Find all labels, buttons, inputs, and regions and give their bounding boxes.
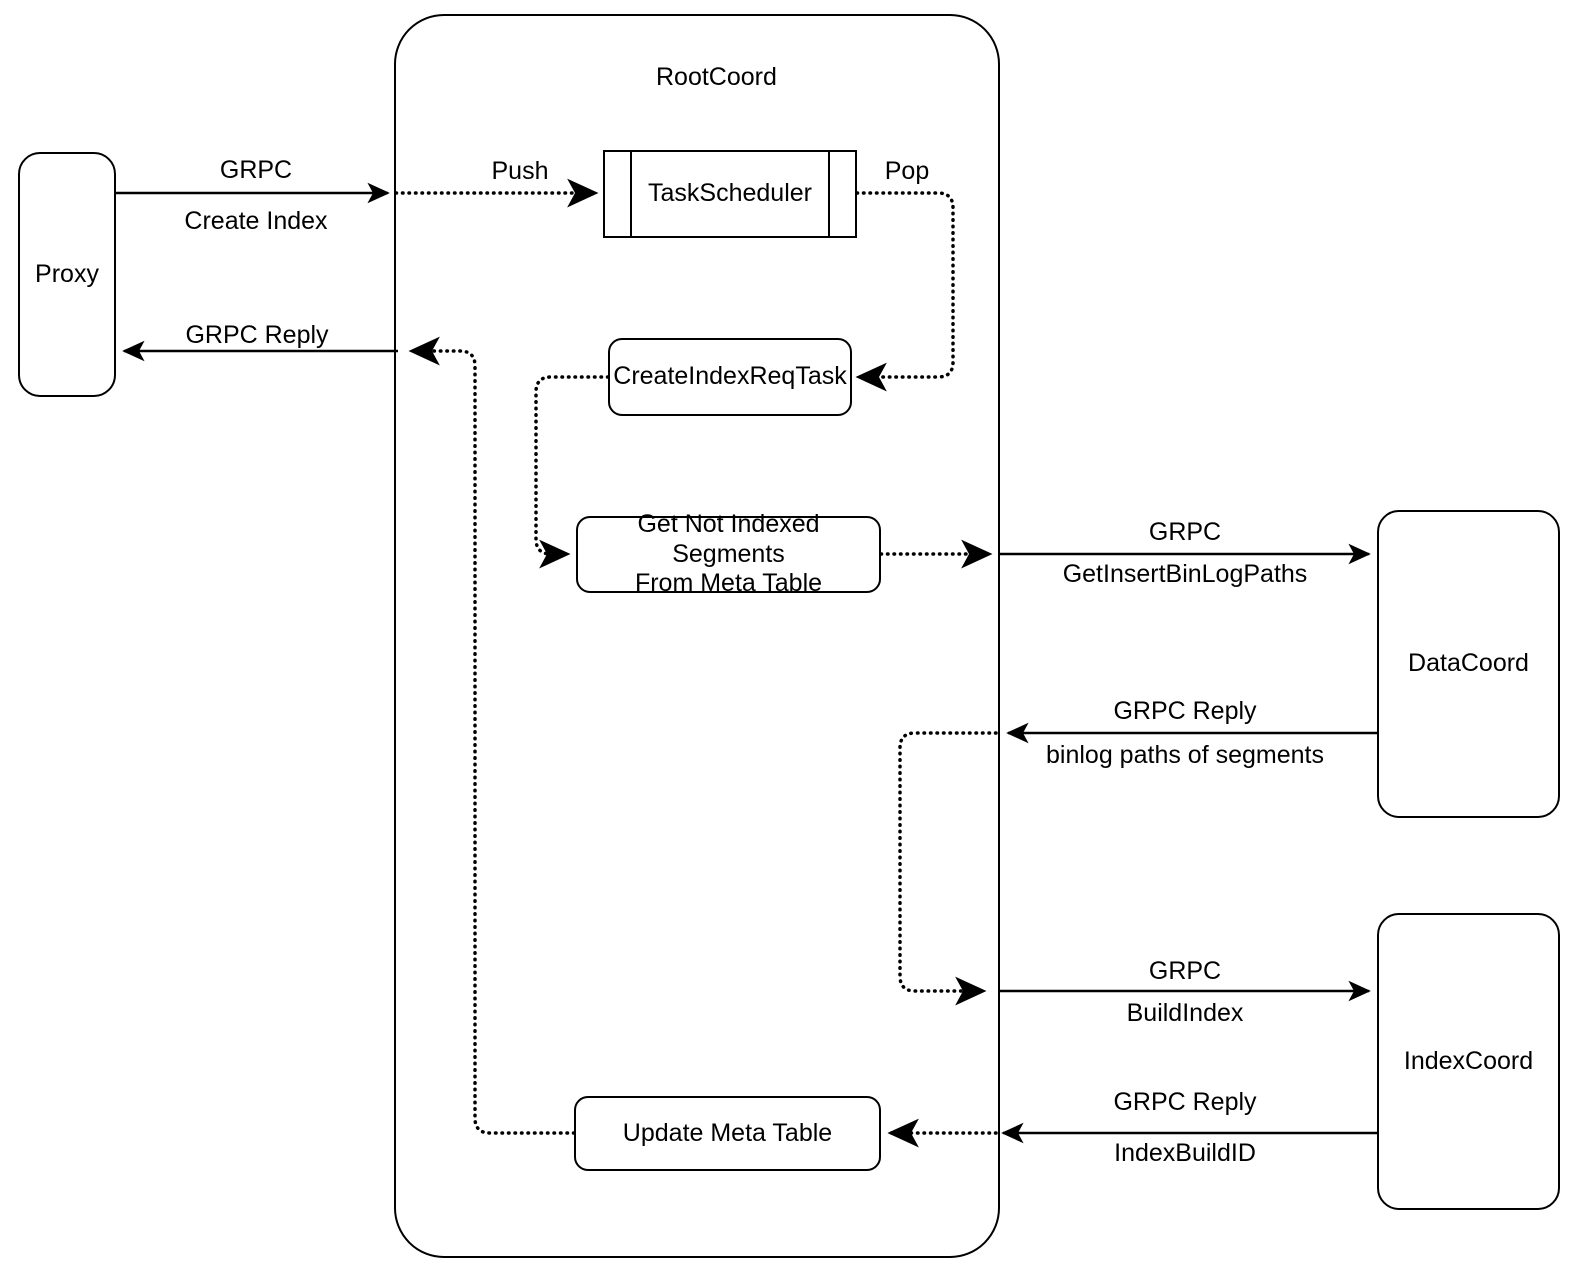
rootcoord-container[interactable]	[394, 14, 1000, 1258]
edge-label-binlog-paths-of-segments: binlog paths of segments	[1046, 741, 1324, 769]
queue-divider-right	[828, 152, 830, 236]
edge-label-grpc-reply-from-indexcoord: GRPC Reply	[1113, 1088, 1257, 1116]
edge-label-indexbuildid: IndexBuildID	[1114, 1139, 1256, 1167]
edge-label-grpc-to-datacoord: GRPC	[1148, 518, 1222, 546]
edge-label-buildindex: BuildIndex	[1126, 999, 1244, 1027]
node-get-not-indexed-segments-label-line1: Get Not Indexed Segments	[637, 510, 820, 568]
edge-label-getinsertbinlogpaths: GetInsertBinLogPaths	[1062, 560, 1308, 588]
node-datacoord-label: DataCoord	[1408, 649, 1529, 678]
node-task-scheduler[interactable]: TaskScheduler	[603, 150, 857, 238]
node-proxy[interactable]: Proxy	[18, 152, 116, 397]
node-datacoord[interactable]: DataCoord	[1377, 510, 1560, 818]
edge-label-grpc-to-indexcoord: GRPC	[1148, 957, 1222, 985]
node-create-index-req-task[interactable]: CreateIndexReqTask	[608, 338, 852, 416]
node-get-not-indexed-segments-label-line2: From Meta Table	[634, 569, 823, 598]
node-update-meta-table[interactable]: Update Meta Table	[574, 1096, 881, 1171]
node-update-meta-table-label: Update Meta Table	[622, 1118, 833, 1147]
node-indexcoord-label: IndexCoord	[1403, 1046, 1534, 1075]
queue-divider-left	[630, 152, 632, 236]
node-indexcoord[interactable]: IndexCoord	[1377, 913, 1560, 1210]
node-task-scheduler-label: TaskScheduler	[648, 179, 812, 208]
edge-label-grpc-create-index-top: GRPC	[219, 156, 293, 184]
edge-label-grpc-reply-from-datacoord: GRPC Reply	[1113, 697, 1257, 725]
node-get-not-indexed-segments[interactable]: Get Not Indexed Segments From Meta Table	[576, 510, 881, 597]
edge-label-pop: Pop	[884, 157, 930, 185]
node-create-index-req-task-label: CreateIndexReqTask	[613, 362, 847, 391]
rootcoord-container-label: RootCoord	[656, 63, 777, 91]
edge-label-grpc-reply-to-proxy: GRPC Reply	[185, 321, 329, 349]
node-proxy-label: Proxy	[35, 259, 99, 288]
edge-label-push: Push	[491, 157, 549, 185]
edge-label-create-index: Create Index	[184, 207, 328, 235]
